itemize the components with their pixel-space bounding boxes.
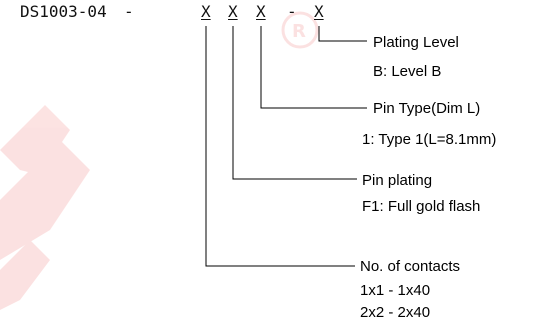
leader-pin-type <box>260 26 367 109</box>
callout-pin-type-value: 1: Type 1(L=8.1mm) <box>362 131 497 148</box>
callout-contacts-range-1: 1x1 - 1x40 <box>360 282 431 299</box>
code-x-pin-type: X <box>256 2 266 21</box>
code-x-pin-plating: X <box>228 2 238 21</box>
svg-text:R: R <box>292 21 306 42</box>
code-x-contacts: X <box>201 2 211 21</box>
callout-pin-type-title: Pin Type(Dim L) <box>373 100 481 117</box>
separator-2: - <box>287 2 297 21</box>
prefix-code: DS1003-04 <box>20 2 107 21</box>
leader-contacts <box>205 26 355 267</box>
separator-1: - <box>124 2 134 21</box>
callout-plating-level-title: Plating Level <box>373 34 459 51</box>
code-x-plating-level: X <box>314 2 324 21</box>
leader-plating-level <box>318 26 367 42</box>
callout-contacts-range-2: 2x2 - 2x40 <box>360 304 431 321</box>
callout-pin-plating-title: Pin plating <box>362 172 433 189</box>
callout-pin-plating-value: F1: Full gold flash <box>362 198 481 215</box>
leader-pin-plating <box>232 26 357 180</box>
callout-plating-level-value: B: Level B <box>373 63 442 80</box>
callout-contacts-title: No. of contacts <box>360 258 461 275</box>
